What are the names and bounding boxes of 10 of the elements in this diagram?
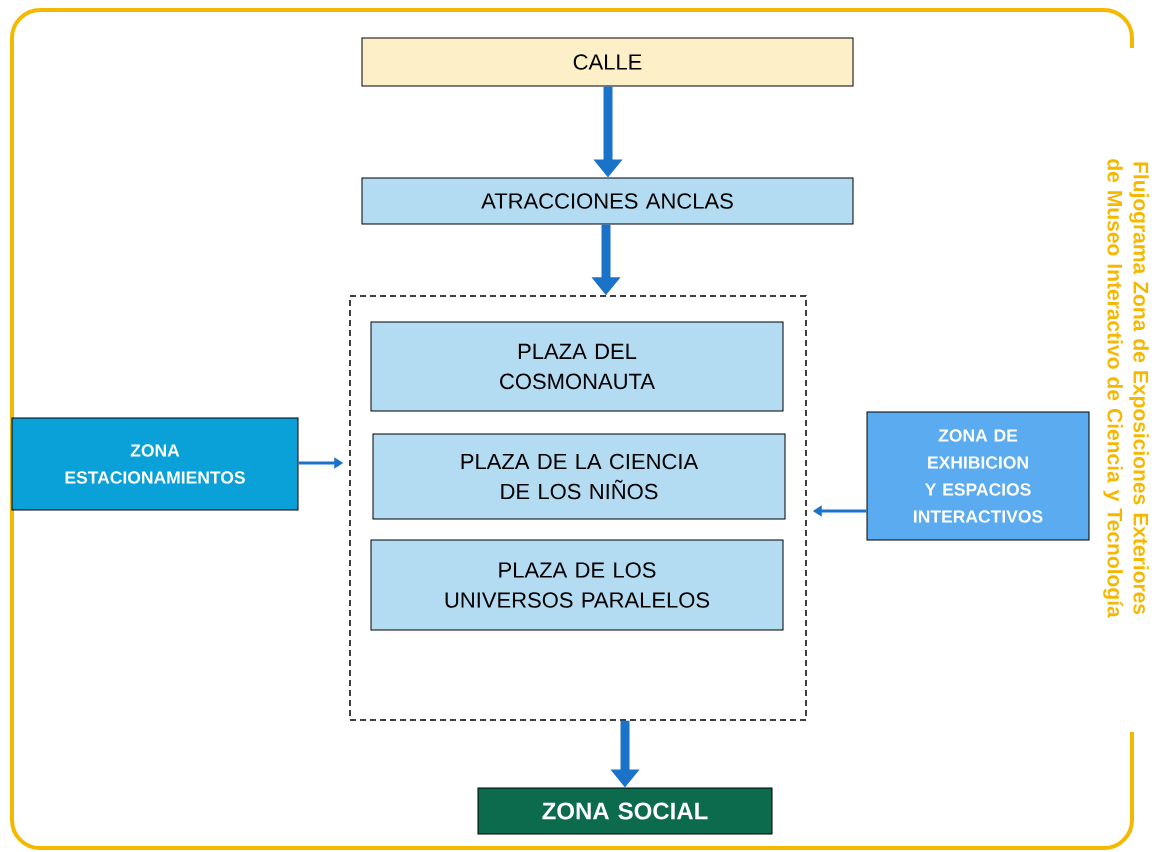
title: Flujograma Zona de Exposiciones Exteriores de Museo Interactivo de Ciencia y Tecnología [1103, 159, 1149, 618]
zone-box: ZONA SOCIAL [477, 787, 773, 835]
plaza-box: PLAZA DE LOS UNIVERSOS PARALELOS [370, 539, 784, 631]
process-box: ATRACCIONES ANCLAS [361, 177, 854, 225]
process-box: CALLE [361, 37, 854, 87]
zone-box: ZONA DE EXHIBICION Y ESPACIOS INTERACTIVOS [866, 411, 1090, 541]
plaza-box: PLAZA DE LA CIENCIA DE LOS NIÑOS [372, 433, 786, 520]
zone-box: ZONA ESTACIONAMIENTOS [11, 417, 299, 511]
plaza-box: PLAZA DEL COSMONAUTA [370, 321, 784, 412]
dashed-group-box [349, 295, 807, 721]
